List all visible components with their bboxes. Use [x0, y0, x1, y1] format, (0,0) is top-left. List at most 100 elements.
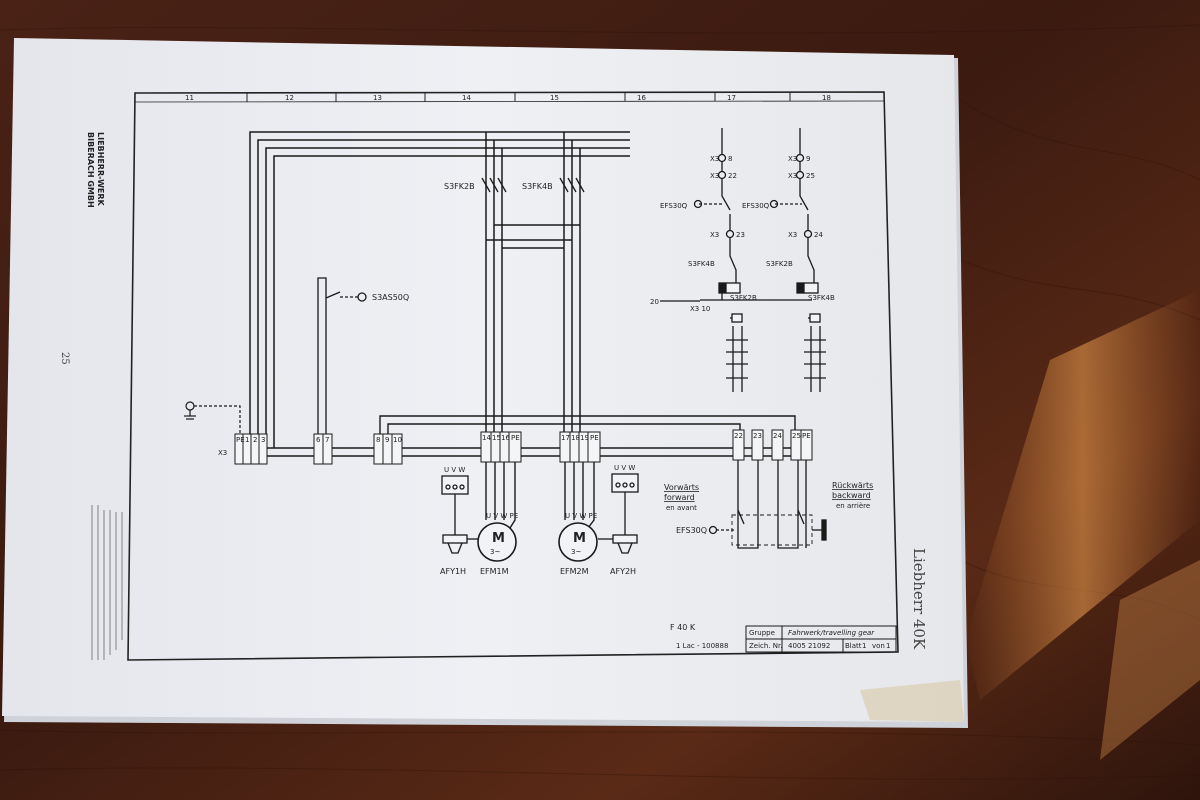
terminal-label: 24: [773, 432, 782, 440]
terminal-label: 18: [571, 434, 580, 442]
paper-stain: [860, 680, 964, 722]
s3fk4b-coil-label: S3FK4B: [808, 294, 835, 302]
terminal-group-1: [234, 433, 268, 465]
company-line1: LIEBHERR-WERK: [96, 132, 105, 207]
terminal-group-2: [313, 433, 333, 465]
brake-1-label: AFY1H: [440, 567, 466, 576]
motor-2-label: EFM2M: [560, 567, 589, 576]
s3fk2b-contact-label: S3FK2B: [766, 260, 793, 268]
control-circuit-fwd: [693, 128, 748, 392]
pushbutton-label: S3AS50Q: [372, 293, 409, 302]
terminal-label: 23: [753, 432, 762, 440]
column-number: 17: [727, 94, 736, 102]
sheet-value: 1: [862, 642, 866, 650]
efs30q-fwd-label: EFS30Q: [660, 202, 688, 210]
x3-10-ref: X3 10: [690, 305, 710, 313]
terminal-label: 6: [316, 436, 321, 444]
terminal-label: 3: [261, 436, 265, 444]
company-line2: BIBERACH GMBH: [86, 132, 95, 208]
forward-fr: en avant: [666, 504, 697, 512]
brake-2-label: AFY2H: [610, 567, 636, 576]
terminal-label: PE: [511, 434, 520, 442]
s3fk2b-coil-label: S3FK2B: [730, 294, 757, 302]
pushbutton-circuit: [317, 277, 367, 448]
x3-rev-3: X3: [788, 231, 797, 239]
copyright-notice: [91, 505, 123, 660]
control-circuit-rev: [722, 128, 826, 392]
title-block: [745, 625, 897, 653]
of-value: 1: [886, 642, 890, 650]
brake-1: [441, 475, 478, 554]
column-number: 15: [550, 94, 559, 102]
contactor-label-fwd: S3FK2B: [444, 182, 475, 191]
x3-fwd-1: X3: [710, 155, 719, 163]
terminal-strip-label: X3: [218, 449, 227, 457]
terminal-label: PE: [236, 436, 245, 444]
column-number: 11: [185, 94, 194, 102]
limit-switch-wiring: [708, 460, 827, 549]
x3-fwd-3-term: 23: [736, 231, 745, 239]
motor-1-symbol: M: [492, 531, 505, 546]
drawing-no: 4005 21092: [788, 642, 830, 650]
terminal-label: 16: [501, 434, 510, 442]
terminal-label: 25: [792, 432, 801, 440]
x3-rev-3-term: 24: [814, 231, 823, 239]
side-caption: Liebherr 40K: [910, 548, 928, 650]
x3-rev-2-term: 25: [806, 172, 815, 180]
brake-2: [598, 473, 639, 554]
terminal-label: PE: [802, 432, 811, 440]
sheet-label: Blatt: [845, 642, 862, 650]
motor-1-label: EFM1M: [480, 567, 509, 576]
of-label: von: [872, 642, 885, 650]
x3-fwd-1-term: 8: [728, 155, 732, 163]
column-number: 18: [822, 94, 831, 102]
backward-fr: en arrière: [836, 502, 870, 510]
column-number: 12: [285, 94, 294, 102]
paper-sheet: [2, 38, 964, 722]
motor-1-phase-labels: U V W PE: [486, 512, 518, 520]
terminal-group-4: [480, 431, 522, 463]
terminal-label: 10: [393, 436, 402, 444]
motor-1: M 3~: [477, 522, 517, 562]
travel-switch-label: EFS30Q: [676, 526, 707, 535]
contactor-label-rev: S3FK4B: [522, 182, 553, 191]
motor-2: M 3~: [558, 522, 598, 562]
x3-rev-1: X3: [788, 155, 797, 163]
x3-rev-1-term: 9: [806, 155, 810, 163]
line-number: 20: [650, 298, 659, 306]
terminal-label: 17: [561, 434, 570, 442]
motor-2-symbol: M: [573, 531, 586, 546]
motor-2-phase-labels: U V W PE: [565, 512, 597, 520]
column-number: 13: [373, 94, 382, 102]
terminal-group-3: [373, 433, 403, 465]
terminal-label: 7: [325, 436, 329, 444]
terminal-label: 14: [482, 434, 491, 442]
motor-wiring: [485, 462, 595, 529]
motor-2-phase: 3~: [571, 548, 581, 556]
terminal-label: 8: [376, 436, 380, 444]
drawing-frame: [127, 91, 899, 661]
terminal-label: 22: [734, 432, 743, 440]
group-value: Fahrwerk/travelling gear: [788, 629, 875, 637]
drawing-code: F 40 K: [670, 623, 696, 632]
earth-symbol: [184, 401, 241, 436]
s3fk4b-contact-label: S3FK4B: [688, 260, 715, 268]
forward-en: forward: [664, 493, 695, 502]
terminal-label: PE: [590, 434, 599, 442]
x3-fwd-2-term: 22: [728, 172, 737, 180]
revision-note: 1 Lac - 100888: [676, 642, 728, 650]
terminal-label: 15: [492, 434, 501, 442]
contactor-contacts: [481, 177, 585, 193]
x3-rev-2: X3: [788, 172, 797, 180]
terminal-label: 9: [385, 436, 389, 444]
terminal-label: 1: [245, 436, 249, 444]
forward-de: Vorwärts: [664, 483, 699, 492]
column-numbers: 11 12 13 14 15 16 17 18: [185, 94, 831, 102]
x3-fwd-2: X3: [710, 172, 719, 180]
terminal-group-5: [559, 431, 601, 463]
backward-de: Rückwärts: [832, 481, 873, 490]
brake-2-uvw: U V W: [614, 464, 635, 472]
sunlight-patch-2: [1100, 560, 1200, 760]
